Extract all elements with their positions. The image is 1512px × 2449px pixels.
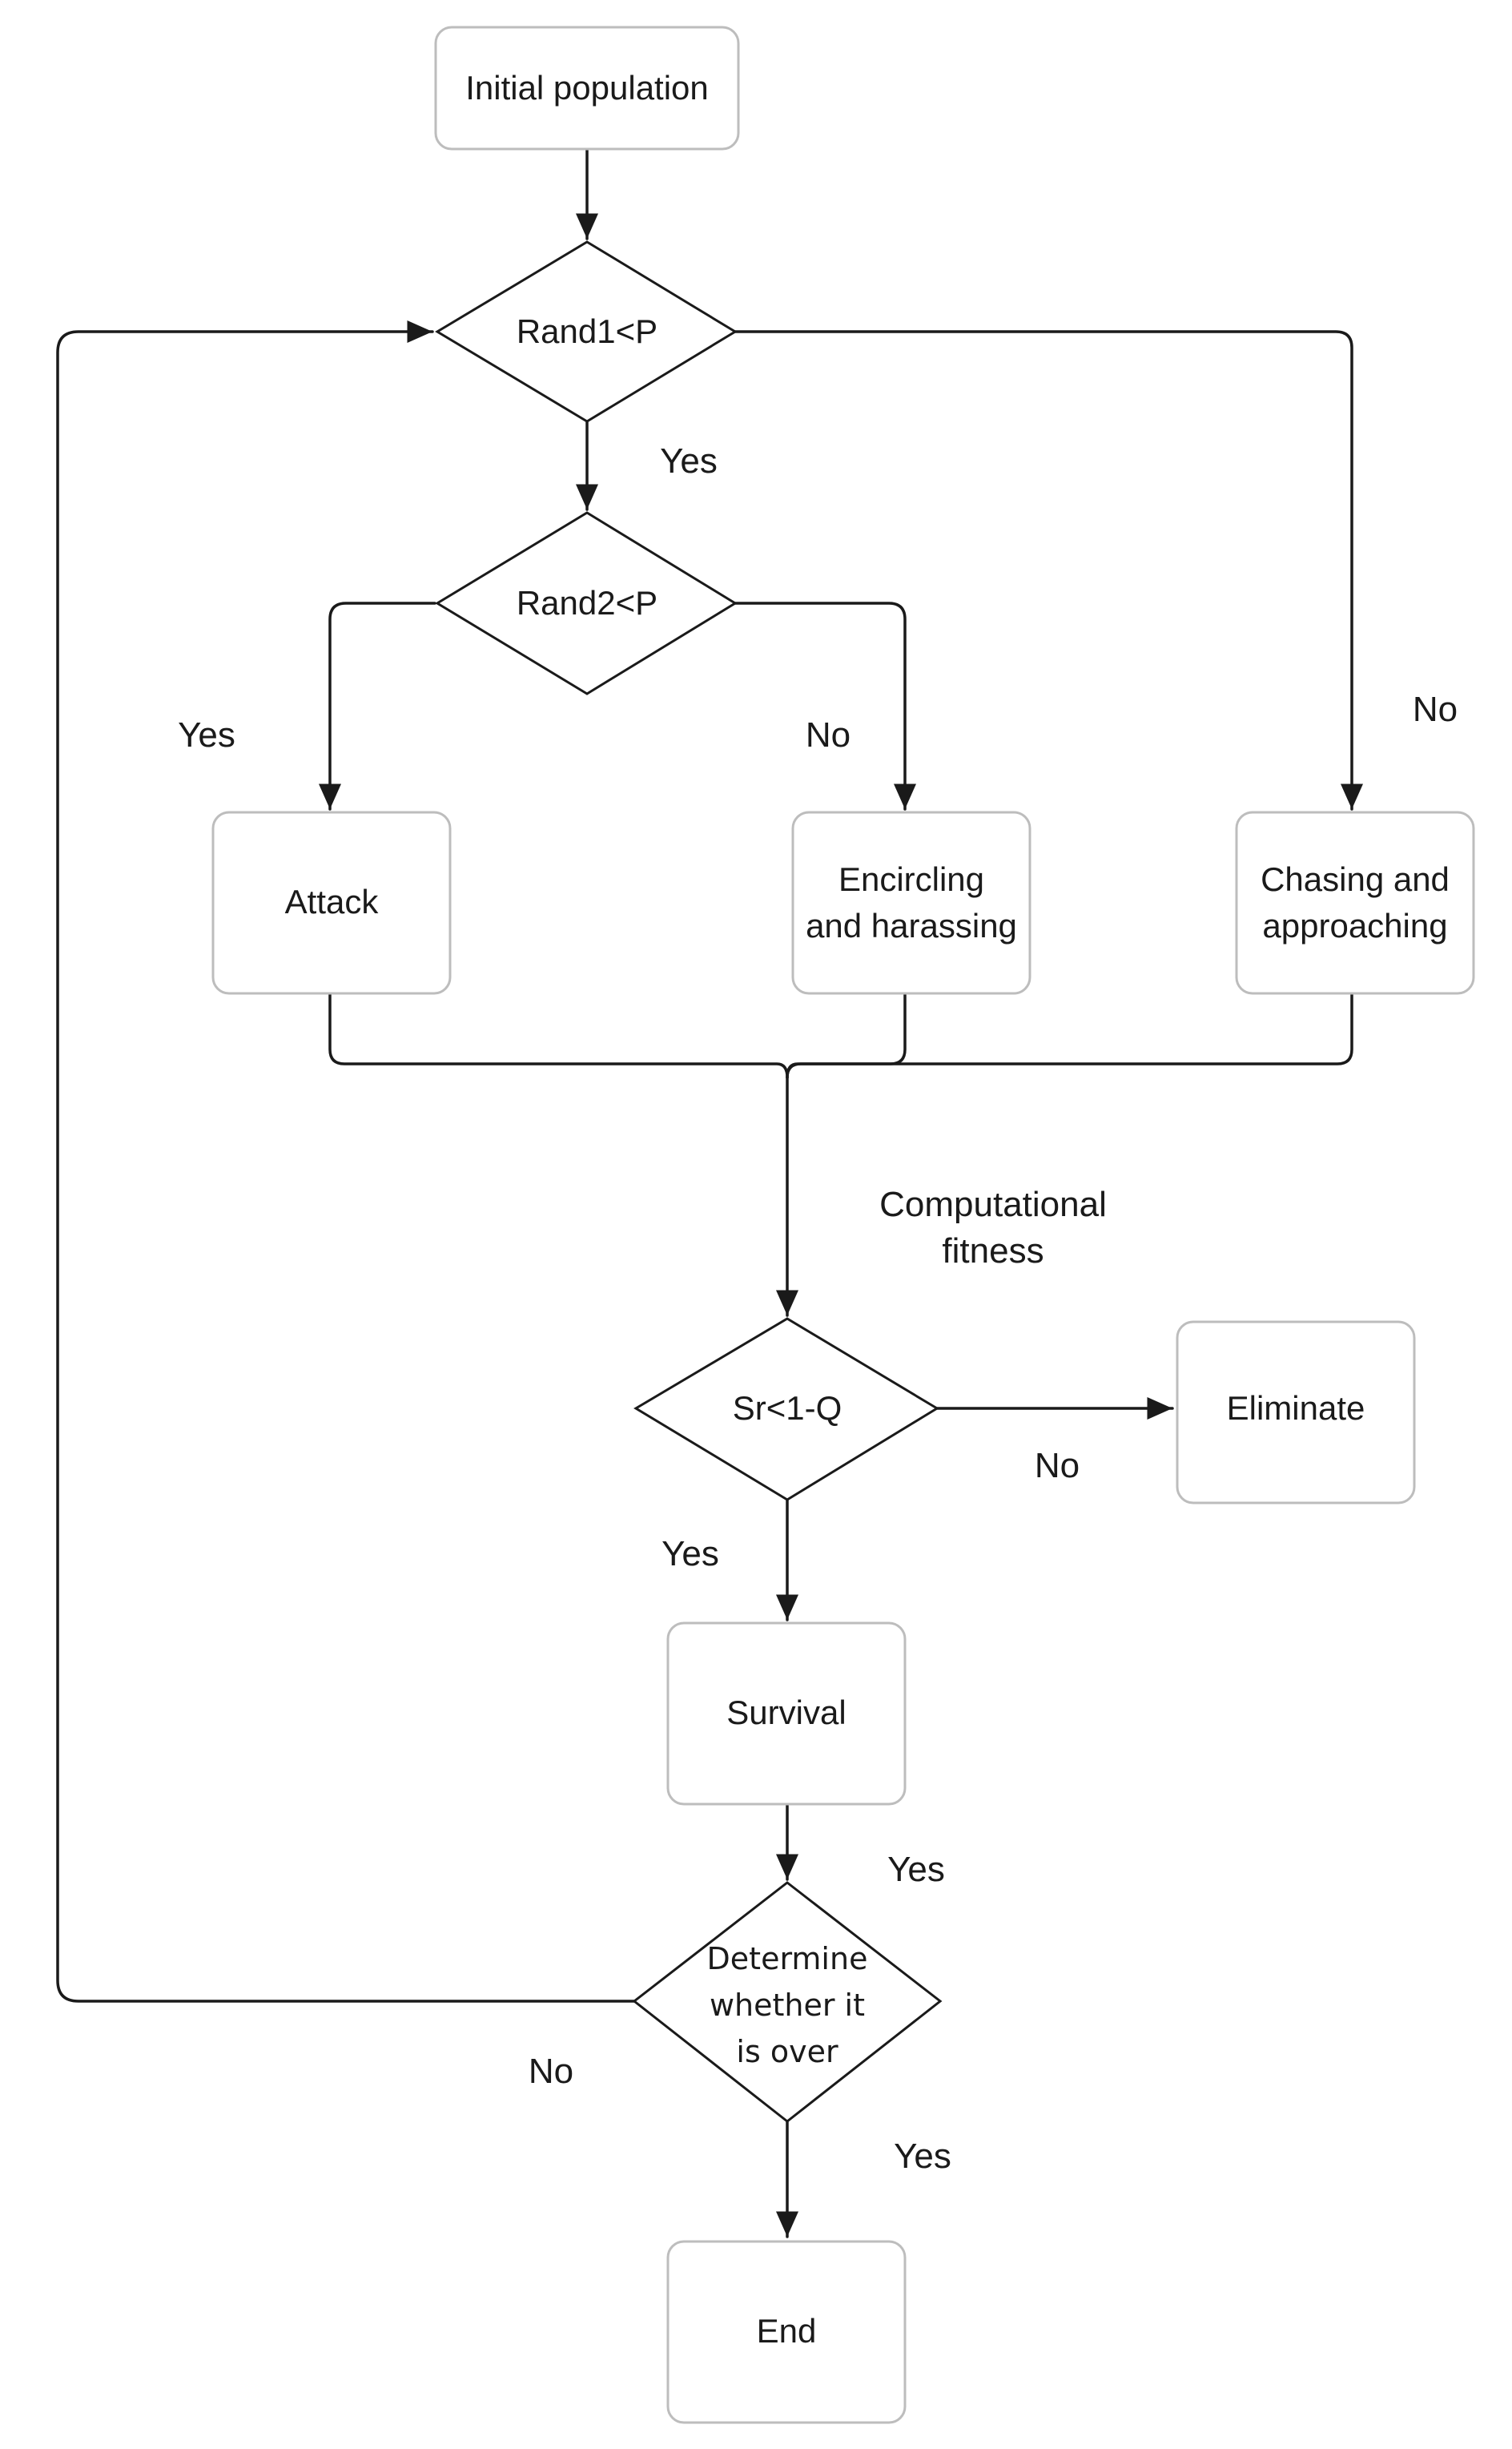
attack-label: Attack bbox=[285, 883, 380, 920]
node-eliminate: Eliminate bbox=[1176, 1320, 1416, 1504]
node-attack: Attack bbox=[211, 811, 452, 995]
rand2-yes-label: Yes bbox=[178, 715, 235, 755]
determine-label-line3: is over bbox=[736, 2034, 838, 2069]
chasing-label-line2: approaching bbox=[1262, 907, 1447, 945]
attack-box bbox=[211, 811, 452, 995]
sr-label: Sr<1-Q bbox=[733, 1389, 842, 1427]
chasing-label-line1: Chasing and bbox=[1261, 860, 1450, 898]
node-chasing-approaching: Chasing and approaching bbox=[1235, 811, 1475, 995]
encircling-label-line1: Encircling bbox=[838, 860, 984, 898]
arrow-rand1-to-chasing bbox=[734, 330, 1363, 811]
merge-from-chasing bbox=[786, 992, 1353, 1079]
node-sr-decision: Sr<1-Q bbox=[633, 1317, 939, 1501]
connectors bbox=[56, 147, 1363, 2238]
chasing-box bbox=[1235, 811, 1475, 995]
sr-no-label: No bbox=[1035, 1446, 1080, 1485]
determine-label-line1: Determine bbox=[707, 1941, 868, 1976]
encircling-label-line2: and harassing bbox=[806, 907, 1017, 945]
initial-population-label: Initial population bbox=[465, 69, 709, 107]
encircling-box bbox=[791, 811, 1031, 995]
sr-diamond bbox=[633, 1317, 939, 1501]
rand2-label: Rand2<P bbox=[517, 584, 657, 622]
determine-diamond bbox=[632, 1881, 943, 2123]
merge-from-attack bbox=[328, 992, 789, 1079]
initial-population-box bbox=[434, 26, 740, 151]
sr-yes-label: Yes bbox=[662, 1534, 719, 1573]
rand1-no-label: No bbox=[1413, 690, 1458, 729]
arrow-determine-loop-to-rand1 bbox=[56, 320, 636, 2003]
arrow-rand2-to-attack bbox=[319, 602, 436, 811]
rand1-label: Rand1<P bbox=[517, 312, 657, 350]
node-initial-population: Initial population bbox=[434, 26, 740, 151]
rand2-no-label: No bbox=[806, 715, 850, 755]
fitness-label-line1: Computational bbox=[879, 1185, 1107, 1224]
node-rand1-decision: Rand1<P bbox=[435, 240, 738, 423]
node-encircling-harassing: Encircling and harassing bbox=[791, 811, 1031, 995]
node-rand2-decision: Rand2<P bbox=[435, 511, 738, 695]
end-box bbox=[666, 2240, 907, 2424]
rand1-diamond bbox=[435, 240, 738, 423]
arrow-rand2-to-encircling bbox=[734, 602, 916, 811]
determine-yes-label: Yes bbox=[894, 2137, 951, 2176]
node-survival: Survival bbox=[666, 1621, 907, 1806]
edge-labels: Yes No Yes No Computational fitness No Y… bbox=[178, 441, 1458, 2176]
survival-label: Survival bbox=[726, 1694, 846, 1731]
determine-no-label: No bbox=[529, 2052, 573, 2091]
survival-box bbox=[666, 1621, 907, 1806]
determine-label-line2: whether it bbox=[710, 1988, 865, 2023]
end-label: End bbox=[757, 2312, 817, 2350]
survival-yes-label: Yes bbox=[887, 1850, 945, 1889]
fitness-label-line2: fitness bbox=[942, 1231, 1044, 1271]
eliminate-label: Eliminate bbox=[1227, 1389, 1365, 1427]
rand2-diamond bbox=[435, 511, 738, 695]
node-determine-decision: Determine whether it is over bbox=[632, 1881, 943, 2123]
eliminate-box bbox=[1176, 1320, 1416, 1504]
node-end: End bbox=[666, 2240, 907, 2424]
rand1-yes-label: Yes bbox=[660, 441, 718, 481]
